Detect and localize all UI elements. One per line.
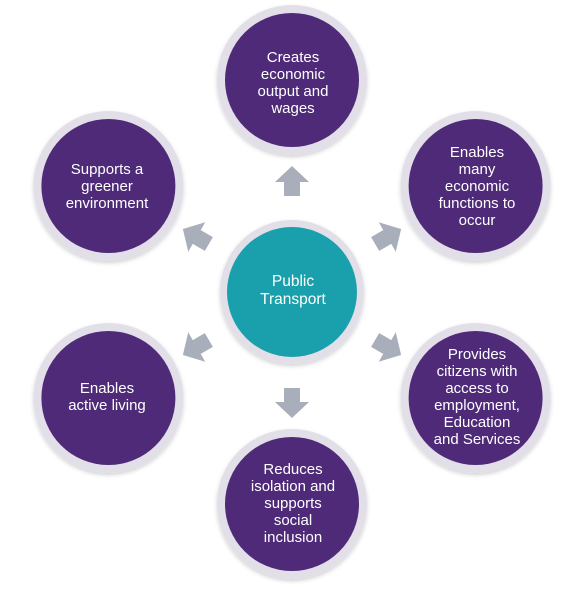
node-label-inclusion: Reduces isolation and supports social in… <box>218 428 368 578</box>
node-label-access-text: Provides citizens with access to employm… <box>433 346 521 448</box>
arrows-layer <box>182 166 402 418</box>
node-circle-access <box>408 331 543 465</box>
node-circle-output <box>225 13 359 147</box>
node-circle-active <box>41 331 176 465</box>
node-circle-greener <box>41 119 176 253</box>
center-circle <box>227 227 357 357</box>
arrow-shape-access <box>371 332 402 362</box>
center-label: Public Transport <box>228 226 358 356</box>
node-label-greener-text: Supports a greener environment <box>65 160 149 212</box>
arrow-functions <box>371 222 402 252</box>
node-label-output-text: Creates economic output and wages <box>257 49 329 117</box>
node-label-greener: Supports a greener environment <box>32 111 182 261</box>
circles-layer <box>33 5 551 579</box>
node-label-inclusion-text: Reduces isolation and supports social in… <box>250 460 336 546</box>
node-label-active-text: Enables active living <box>68 380 146 414</box>
arrow-shape-active <box>182 332 213 362</box>
arrow-access <box>371 332 402 362</box>
arrow-shape-functions <box>371 222 402 252</box>
arrow-greener <box>182 222 213 252</box>
arrow-shape-inclusion <box>275 388 309 418</box>
arrow-shape-greener <box>182 222 213 252</box>
node-circle-inclusion <box>225 437 359 571</box>
node-label-output: Creates economic output and wages <box>218 8 368 158</box>
center-label-text: Public Transport <box>260 273 326 308</box>
node-label-functions: Enables many economic functions to occur <box>402 111 552 261</box>
node-label-active: Enables active living <box>32 322 182 472</box>
arrow-inclusion <box>275 388 309 418</box>
arrow-output <box>275 166 309 196</box>
node-circle-functions <box>408 119 543 253</box>
arrow-active <box>182 332 213 362</box>
node-label-access: Provides citizens with access to employm… <box>402 322 552 472</box>
node-label-functions-text: Enables many economic functions to occur <box>438 143 516 229</box>
arrow-shape-output <box>275 166 309 196</box>
